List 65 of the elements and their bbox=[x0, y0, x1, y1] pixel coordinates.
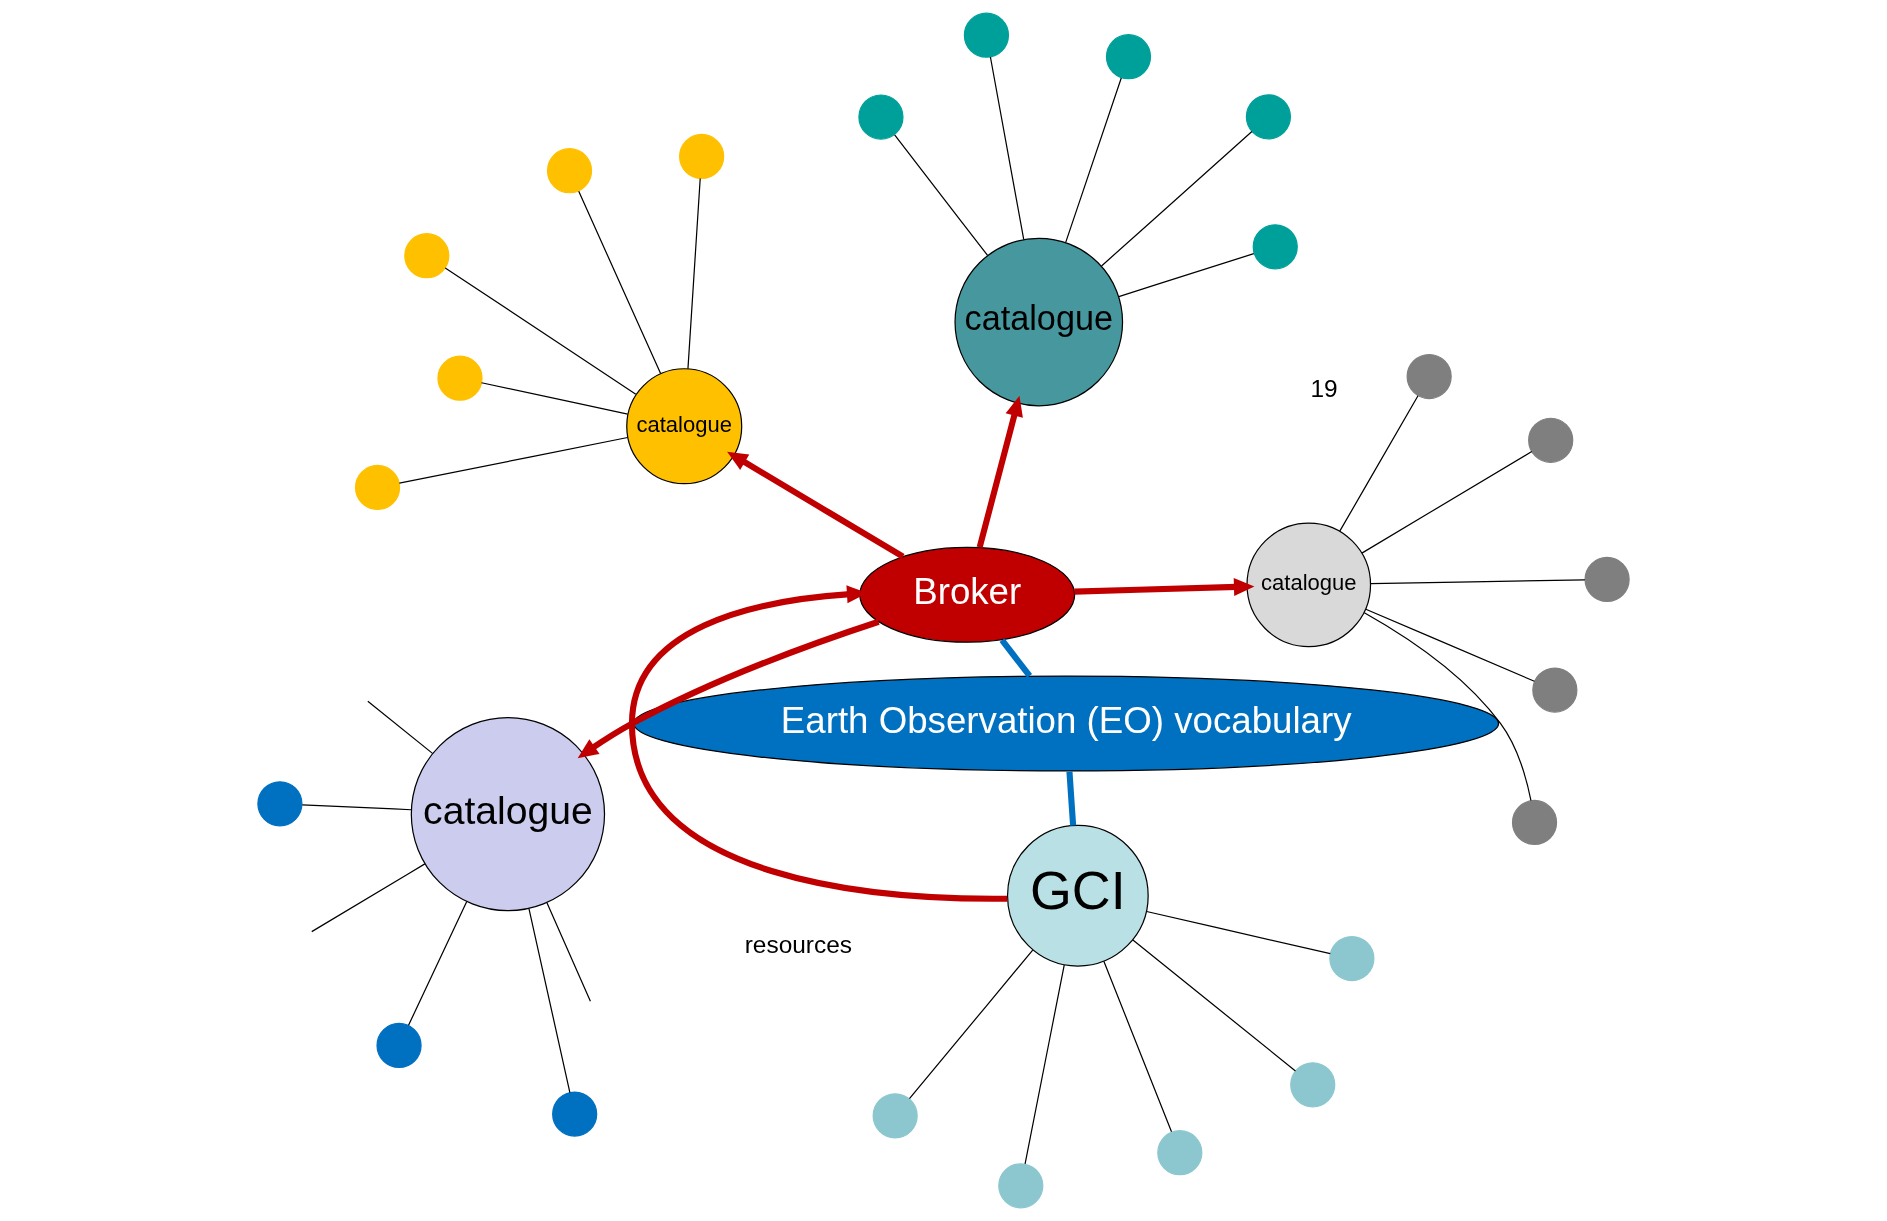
node-circle bbox=[1406, 353, 1452, 400]
connector bbox=[367, 700, 434, 754]
node-circle bbox=[858, 94, 904, 140]
arrow bbox=[577, 618, 880, 759]
node-circle bbox=[1532, 667, 1578, 713]
connector bbox=[1370, 579, 1586, 585]
connector bbox=[1103, 960, 1173, 1133]
node-circle bbox=[679, 133, 725, 180]
node-circle bbox=[1584, 556, 1630, 603]
connector bbox=[908, 949, 1034, 1100]
connector bbox=[999, 638, 1033, 678]
node-circle bbox=[1105, 34, 1152, 80]
node-circle bbox=[998, 1163, 1044, 1209]
connector bbox=[1361, 450, 1533, 554]
connector bbox=[687, 177, 701, 370]
connector bbox=[546, 902, 591, 1002]
connector bbox=[1365, 608, 1535, 682]
node-circle bbox=[1252, 224, 1298, 270]
connector bbox=[894, 134, 989, 257]
node-circle bbox=[1511, 799, 1558, 846]
label: resources bbox=[744, 931, 852, 959]
connector bbox=[1024, 964, 1065, 1165]
node-circle: catalogue bbox=[626, 368, 743, 485]
node-circle bbox=[257, 781, 303, 827]
connector bbox=[311, 863, 426, 933]
connector bbox=[528, 908, 571, 1094]
connector bbox=[398, 436, 629, 484]
node-circle bbox=[1157, 1130, 1203, 1176]
node-circle bbox=[376, 1022, 422, 1069]
node-circle: catalogue bbox=[954, 237, 1124, 407]
node-circle bbox=[963, 12, 1010, 58]
connector bbox=[1363, 612, 1532, 802]
connector bbox=[1146, 910, 1331, 955]
node-ellipse: Broker bbox=[859, 546, 1076, 643]
connector bbox=[989, 56, 1025, 241]
arrow bbox=[628, 585, 1008, 902]
connector bbox=[1065, 77, 1122, 244]
node-circle bbox=[552, 1091, 598, 1137]
connector bbox=[444, 267, 637, 395]
node-circle bbox=[872, 1093, 918, 1139]
node-circle bbox=[1528, 417, 1574, 463]
arrow bbox=[976, 395, 1023, 549]
connector bbox=[301, 804, 412, 811]
connector bbox=[578, 190, 662, 375]
node-circle bbox=[1290, 1062, 1336, 1108]
arrow bbox=[727, 451, 905, 560]
node-circle bbox=[354, 464, 401, 511]
node-circle: catalogue bbox=[410, 716, 606, 912]
connector bbox=[1118, 253, 1255, 298]
connector bbox=[1339, 395, 1419, 532]
connector bbox=[480, 382, 629, 415]
connector bbox=[407, 900, 468, 1026]
node-circle bbox=[1329, 936, 1375, 982]
connector bbox=[1132, 939, 1297, 1072]
node-circle: catalogue bbox=[1246, 522, 1372, 648]
connector bbox=[1100, 130, 1253, 267]
node-circle bbox=[1245, 94, 1292, 140]
node-circle: GCI bbox=[1006, 824, 1149, 967]
node-circle bbox=[546, 148, 593, 194]
label: 19 bbox=[1310, 375, 1338, 403]
node-ellipse: Earth Observation (EO) vocabulary bbox=[633, 675, 1500, 772]
arrow bbox=[1074, 578, 1255, 596]
node-circle bbox=[437, 355, 483, 401]
connector bbox=[1066, 771, 1077, 826]
node-circle bbox=[404, 233, 450, 279]
